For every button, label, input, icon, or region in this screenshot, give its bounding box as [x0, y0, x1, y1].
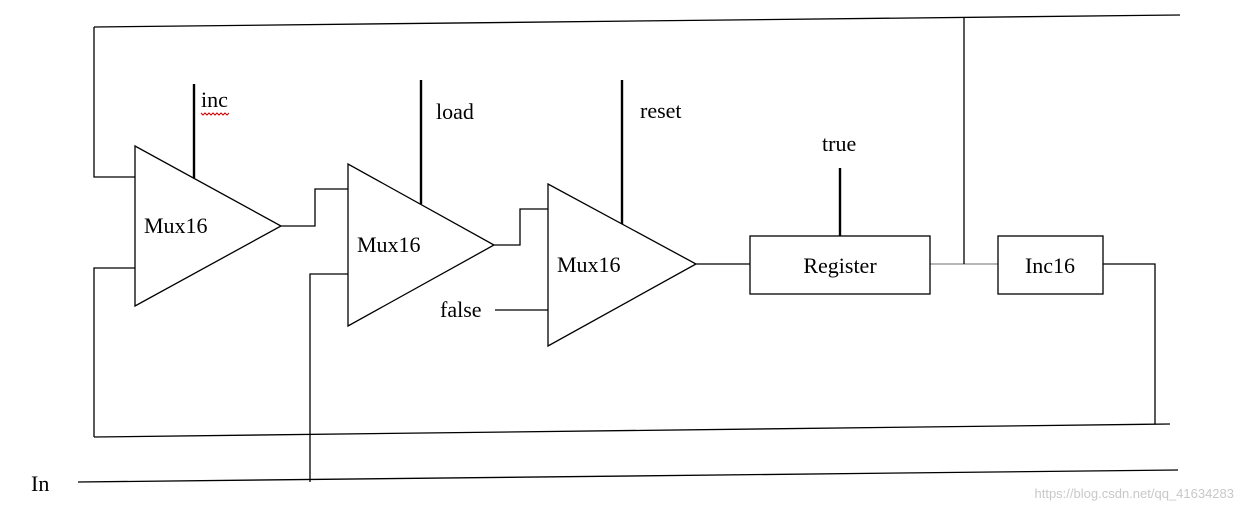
in-bus	[77, 469, 1179, 483]
true-label: true	[822, 131, 856, 156]
feedback-bus	[93, 423, 1171, 438]
mux1-label: Mux16	[144, 213, 208, 238]
in-label: In	[31, 471, 49, 496]
watermark-text: https://blog.csdn.net/qq_41634283	[1035, 486, 1235, 501]
mux16-triangle-3	[547, 182, 698, 348]
top-bus	[93, 14, 1181, 28]
mux2-label: Mux16	[357, 232, 421, 257]
register-label: Register	[803, 253, 877, 278]
spellcheck-squiggle	[200, 112, 230, 116]
inc16-label: Inc16	[1025, 253, 1075, 278]
inc16-box	[997, 235, 1104, 295]
reset-label: reset	[640, 98, 682, 123]
mux2-to-mux3-wire	[494, 208, 548, 246]
mux16-triangle-1	[134, 144, 283, 308]
mux1-input-a-wire	[93, 27, 135, 178]
mux1-to-mux2-wire	[281, 188, 348, 227]
mux3-label: Mux16	[557, 252, 621, 277]
mux16-triangle-2	[347, 162, 496, 328]
load-label: load	[436, 99, 474, 124]
inc-label: inc	[201, 87, 228, 112]
mux1-input-b-wire	[93, 267, 135, 437]
in-to-mux2-wire	[309, 273, 348, 482]
false-label: false	[440, 297, 482, 322]
register-box	[749, 235, 931, 295]
inc-output-wire	[1103, 263, 1156, 424]
